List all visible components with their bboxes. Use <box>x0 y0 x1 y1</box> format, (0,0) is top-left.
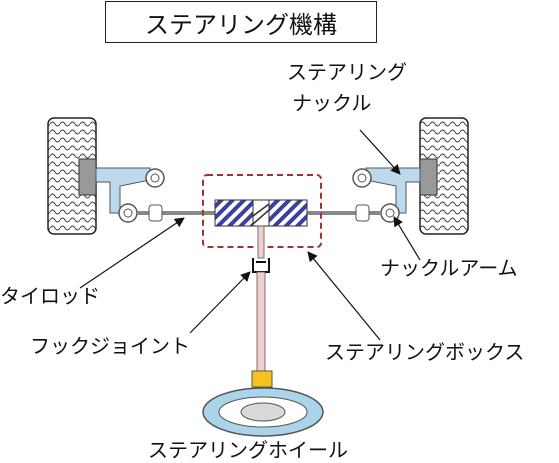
diagram-title: ステアリング機構 <box>105 1 377 43</box>
label-steering-knuckle-line1: ステアリング <box>287 60 407 84</box>
label-steering-wheel: ステアリングホイール <box>148 438 348 462</box>
label-tie-rod: タイロッド <box>0 284 100 308</box>
left-hub <box>78 158 97 196</box>
right-hub <box>419 158 438 196</box>
column-collar <box>251 370 273 388</box>
label-knuckle-arm: ナックルアーム <box>380 256 518 280</box>
label-steering-knuckle-line2: ナックル <box>292 91 372 115</box>
arrow-knuckle-arm <box>393 216 421 261</box>
hook-joint-shape <box>252 258 270 273</box>
label-hook-joint: フックジョイント <box>30 334 190 358</box>
arrow-tie-rod <box>79 217 185 289</box>
arrow-hook-joint <box>189 271 251 334</box>
steering-column <box>256 271 266 373</box>
left-tie-rod-nut <box>148 204 163 222</box>
steering-wheel-hub <box>240 402 286 422</box>
upper-shaft <box>257 225 265 259</box>
arrow-knuckle <box>359 129 401 175</box>
right-tie-rod-nut <box>355 204 370 222</box>
label-steering-box: ステアリングボックス <box>325 340 525 364</box>
arrow-steering-box <box>307 251 381 341</box>
